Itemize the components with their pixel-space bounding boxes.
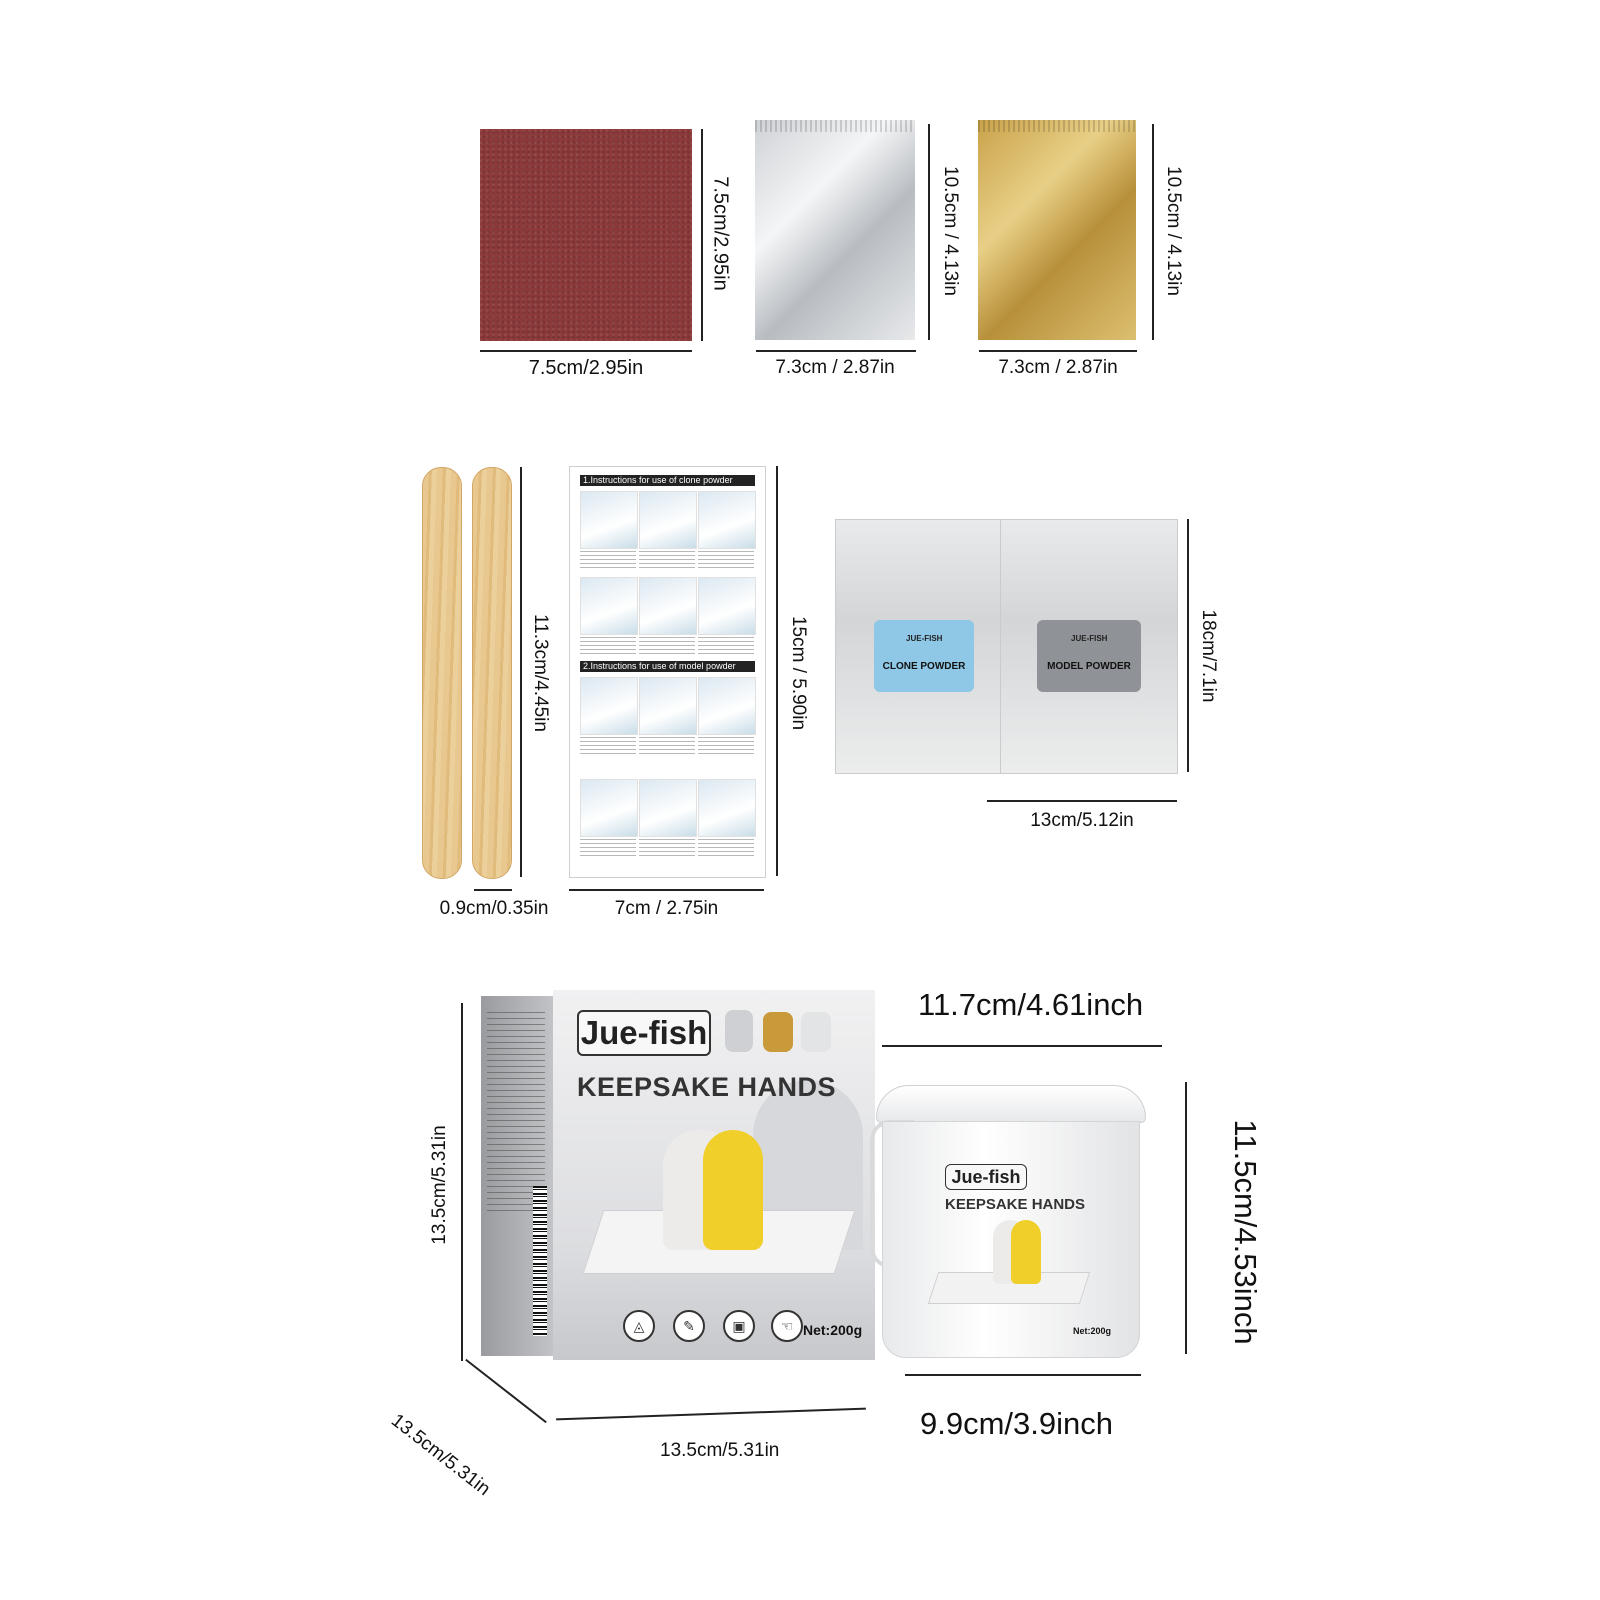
model-powder-name: MODEL POWDER [1047, 661, 1131, 672]
gold-foil-width-label: 7.3cm / 2.87in [998, 357, 1118, 378]
bucket-top-width-line [882, 1045, 1162, 1047]
clone-brand: JUE-FISH [906, 634, 943, 643]
bucket-lid [876, 1085, 1146, 1123]
gold-foil-height-label: 10.5cm / 4.13in [1163, 166, 1184, 296]
bucket-product-title: KEEPSAKE HANDS [945, 1196, 1086, 1213]
pouch-width-label: 13cm/5.12in [1030, 810, 1134, 831]
model-powder-pouch: MODEL POWDER JUE-FISH [1000, 519, 1178, 774]
sandpaper-height-label: 7.5cm/2.95in [709, 176, 732, 291]
barcode [533, 1186, 547, 1336]
stick-height-label: 11.3cm/4.45in [530, 614, 551, 732]
box-net-weight: Net:200g [803, 1322, 863, 1338]
box-width-label: 13.5cm/5.31in [660, 1440, 780, 1461]
instruction-width-line [569, 889, 764, 891]
box-height-line [461, 1003, 463, 1361]
step-photo [639, 677, 697, 735]
step-photo [580, 779, 638, 837]
bucket-height-line [1185, 1082, 1187, 1354]
bucket-gold-hand [1011, 1220, 1041, 1284]
model-powder-label: MODEL POWDER [1037, 620, 1141, 692]
clone-powder-label: CLONE POWDER [874, 620, 974, 692]
hand-icon [725, 1010, 753, 1052]
box-brand: Jue-fish [577, 1010, 711, 1056]
instruction-section-1-title: 1.Instructions for use of clone powder [580, 475, 755, 486]
instruction-width-label: 7cm / 2.75in [614, 898, 719, 919]
silver-foil-width-label: 7.3cm / 2.87in [775, 357, 895, 378]
step-photo [698, 779, 756, 837]
stick-width-line [474, 889, 512, 891]
instruction-card: 1.Instructions for use of clone powder 2… [569, 466, 766, 878]
silver-foil-height-line [928, 124, 930, 340]
step-photo [580, 677, 638, 735]
wooden-stick-left [422, 467, 462, 879]
instruction-height-line [776, 466, 778, 876]
bucket-body: Jue-fish KEEPSAKE HANDS Net:200g [882, 1121, 1140, 1358]
sandpaper-sheet [480, 129, 692, 341]
step-photo [698, 677, 756, 735]
pouch-height-line [1187, 519, 1189, 772]
box-product-title: KEEPSAKE HANDS [577, 1072, 837, 1102]
step-photo [639, 577, 697, 635]
sandpaper-width-line [480, 350, 692, 352]
clone-powder-name: CLONE POWDER [882, 661, 966, 672]
gift-icon: ▣ [723, 1310, 755, 1342]
box-front-face: Jue-fish KEEPSAKE HANDS ◬ ✎ ▣ ☜ Net:200g [553, 990, 875, 1360]
step-photo [580, 491, 638, 549]
wooden-stick-right [472, 467, 512, 879]
hand-care-icon: ☜ [771, 1310, 803, 1342]
stick-width-label: 0.9cm/0.35in [439, 898, 549, 919]
clone-powder-pouch: CLONE POWDER JUE-FISH [835, 519, 1007, 774]
step-photo [698, 491, 756, 549]
gold-foil-height-line [1152, 124, 1154, 340]
bucket-height-label: 11.5cm/4.53inch [1228, 1119, 1263, 1345]
gold-hand-sculpture [703, 1130, 763, 1250]
stick-height-line [520, 467, 522, 877]
step-photo [580, 577, 638, 635]
box-width-line [556, 1407, 866, 1421]
pouch-height-label: 18cm/7.1in [1198, 609, 1219, 703]
instruction-height-label: 15cm / 5.90in [788, 615, 809, 731]
pouch-width-line [987, 800, 1177, 802]
feather-icon: ✎ [673, 1310, 705, 1342]
box-depth-label: 13.5cm/5.31in [387, 1410, 495, 1501]
instruction-section-2-title: 2.Instructions for use of model powder [580, 661, 755, 672]
box-depth-line [465, 1358, 547, 1424]
sandpaper-height-line [701, 129, 703, 341]
bucket-brand: Jue-fish [945, 1164, 1027, 1190]
gold-hand-icon [763, 1012, 793, 1052]
foot-icon [801, 1012, 831, 1052]
sandpaper-width-label: 7.5cm/2.95in [528, 357, 644, 379]
box-height-label: 13.5cm/5.31in [429, 1125, 450, 1245]
gold-foil-width-line [979, 350, 1137, 352]
silver-foil-height-label: 10.5cm / 4.13in [940, 166, 961, 296]
bucket-bottom-width-label: 9.9cm/3.9inch [920, 1406, 1113, 1441]
bucket-net-weight: Net:200g [1073, 1326, 1112, 1336]
model-brand: JUE-FISH [1071, 634, 1108, 643]
box-side-face [481, 996, 553, 1356]
bucket-bottom-width-line [905, 1374, 1141, 1376]
bucket-top-width-label: 11.7cm/4.61inch [918, 987, 1144, 1022]
mold-icon: ◬ [623, 1310, 655, 1342]
step-photo [639, 491, 697, 549]
step-photo [698, 577, 756, 635]
step-photo [639, 779, 697, 837]
gold-foil-bag [978, 120, 1136, 340]
silver-foil-width-line [756, 350, 916, 352]
silver-foil-bag [755, 120, 915, 340]
